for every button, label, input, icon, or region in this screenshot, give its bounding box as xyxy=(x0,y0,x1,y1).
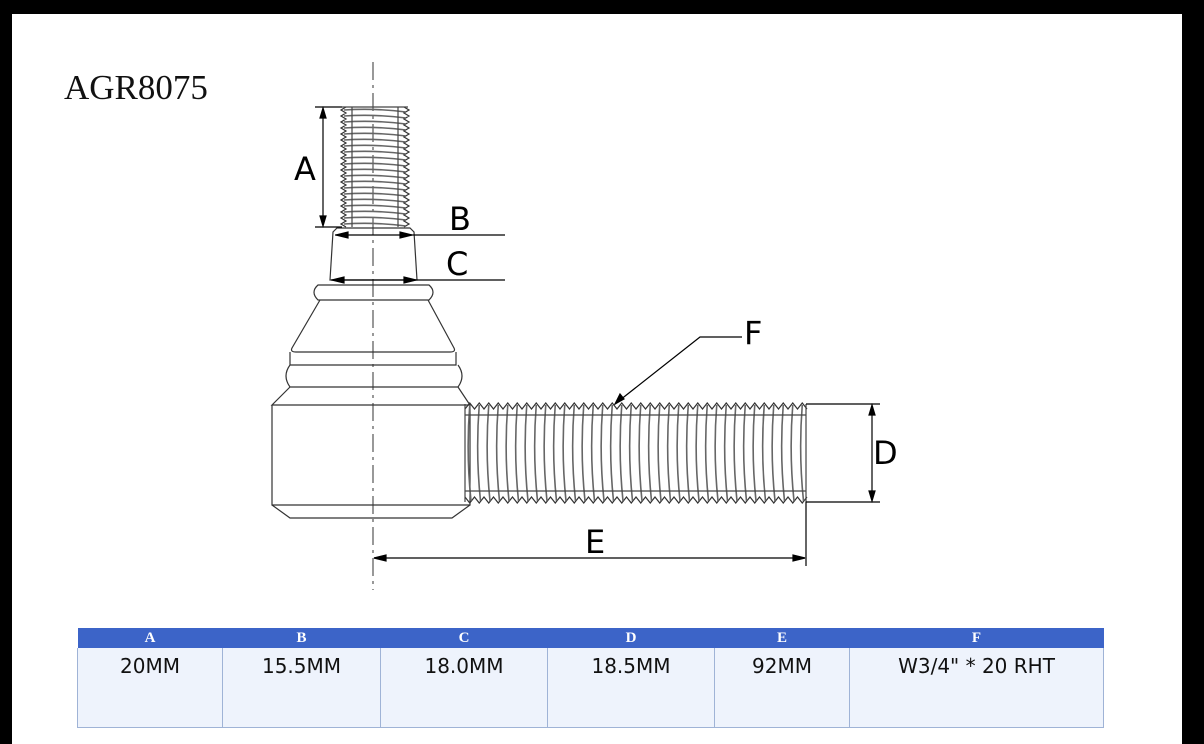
dimension-a xyxy=(315,105,342,229)
dimension-e xyxy=(373,502,807,566)
label-e: E xyxy=(585,523,606,561)
vertical-thread xyxy=(339,106,411,228)
dimension-c xyxy=(331,276,505,284)
label-b: B xyxy=(449,200,471,238)
dimension-d xyxy=(806,402,880,504)
label-a: A xyxy=(294,150,316,188)
label-f: F xyxy=(744,314,763,352)
header-f: F xyxy=(849,628,1104,648)
dimension-b xyxy=(335,231,505,239)
header-d: D xyxy=(547,628,715,648)
boot xyxy=(270,284,472,519)
value-e: 92MM xyxy=(714,648,850,728)
dimensions-table: A B C D E F 20MM 15.5MM 18.0MM 18.5MM 92… xyxy=(77,628,1104,728)
table-row: 20MM 15.5MM 18.0MM 18.5MM 92MM W3/4" * 2… xyxy=(77,648,1104,728)
value-a: 20MM xyxy=(77,648,223,728)
leader-f xyxy=(613,336,742,406)
value-f: W3/4" * 20 RHT xyxy=(849,648,1104,728)
header-e: E xyxy=(714,628,850,648)
header-a: A xyxy=(77,628,223,648)
drawing-sheet xyxy=(12,14,1182,744)
header-c: C xyxy=(380,628,548,648)
horizontal-thread xyxy=(464,402,808,504)
value-c: 18.0MM xyxy=(380,648,548,728)
value-d: 18.5MM xyxy=(547,648,715,728)
value-b: 15.5MM xyxy=(222,648,381,728)
label-c: C xyxy=(446,245,469,283)
label-d: D xyxy=(873,434,898,472)
header-b: B xyxy=(222,628,381,648)
part-number-title: AGR8075 xyxy=(64,68,208,107)
table-header-row: A B C D E F xyxy=(77,628,1104,648)
